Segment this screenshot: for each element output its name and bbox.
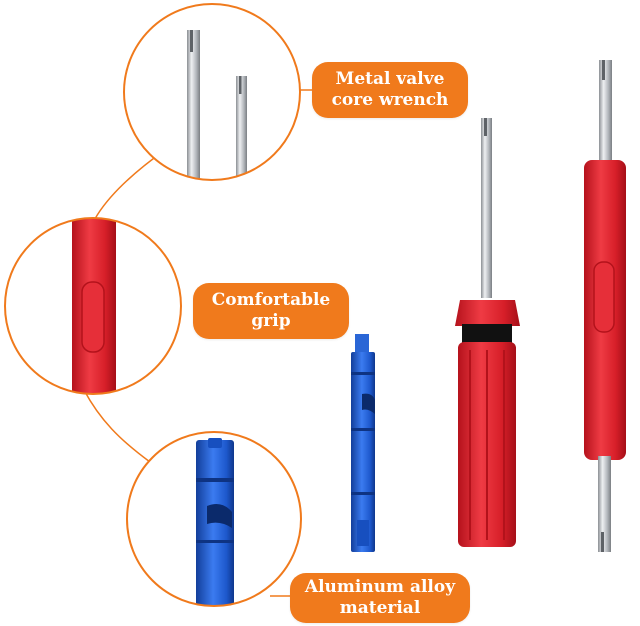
blue-valve-core-tool: [351, 334, 375, 552]
zoom-circle-metal-tips: [123, 3, 301, 181]
callout-line: grip: [251, 311, 291, 331]
callout-line: Comfortable: [211, 290, 331, 310]
callout-line: Aluminum alloy: [304, 577, 456, 597]
callout-line: Metal valve: [335, 69, 445, 89]
zoom-circle-aluminum: [126, 431, 302, 607]
callout-metal-valve-core-wrench: Metal valve core wrench: [312, 62, 468, 118]
zoom-circle-grip: [4, 217, 182, 395]
callout-line: material: [339, 598, 421, 618]
red-double-ended-tool: [584, 60, 626, 552]
callout-aluminum-alloy-material: Aluminum alloy material: [290, 573, 470, 623]
callout-line: core wrench: [331, 90, 449, 110]
screwdriver-valve-tool: [455, 118, 520, 547]
callout-comfortable-grip: Comfortable grip: [193, 283, 349, 339]
